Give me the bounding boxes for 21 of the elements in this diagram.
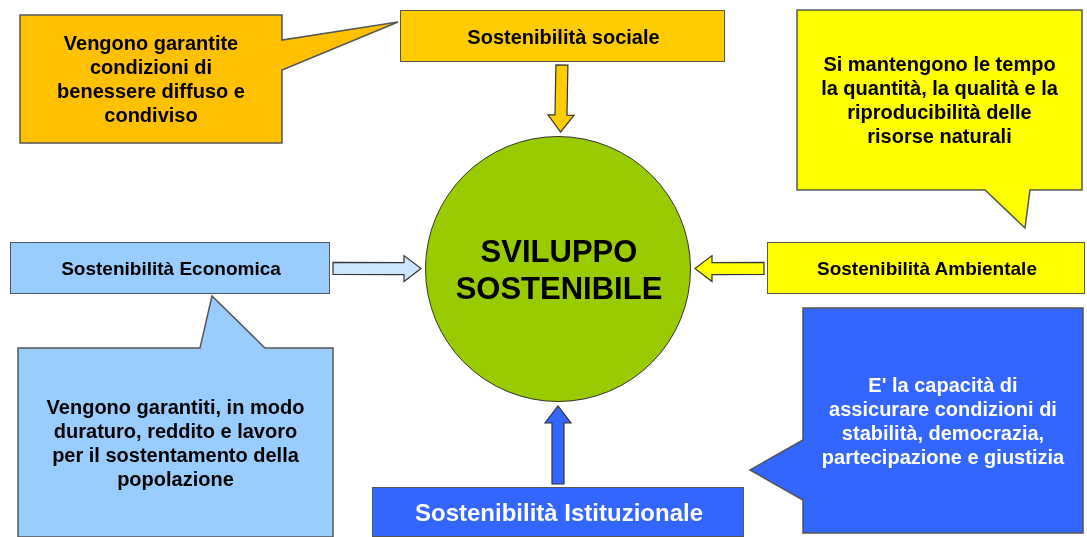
node-text: Vengono garantiti, in modo duraturo, reddito e lavoro per il sostentamento della popolazione: [45, 394, 306, 491]
node-text: Sostenibilità Ambientale: [817, 257, 1037, 281]
callout-bubble: [797, 10, 1082, 228]
process-box: [372, 487, 744, 537]
node-text: SVILUPPO SOSTENIBILE: [454, 232, 664, 308]
node-text: Sostenibilità Istituzionale: [414, 498, 703, 528]
node-text: Sostenibilità sociale: [467, 25, 660, 49]
process-box: [400, 10, 725, 62]
node-text: Vengono garantite condizioni di benessere diffuso e condiviso: [56, 31, 246, 127]
callout-bubble: [20, 15, 398, 143]
block-arrow: [546, 64, 576, 133]
node-text: Sostenibilità Economica: [61, 257, 281, 281]
callout-bubble: [750, 308, 1083, 533]
node-text: Si mantengono le tempo la quantità, la qualità e la riproducibilità delle risorse naturali: [820, 52, 1059, 148]
block-arrow: [694, 254, 765, 283]
block-arrow: [543, 405, 573, 485]
process-box: [767, 242, 1085, 294]
process-box: [10, 242, 330, 294]
node-text: E' la capacità di assicurare condizioni di stabilità, democrazia, partecipazione e giustizia: [821, 372, 1065, 469]
block-arrow: [332, 254, 422, 283]
callout-bubble: [18, 296, 333, 537]
